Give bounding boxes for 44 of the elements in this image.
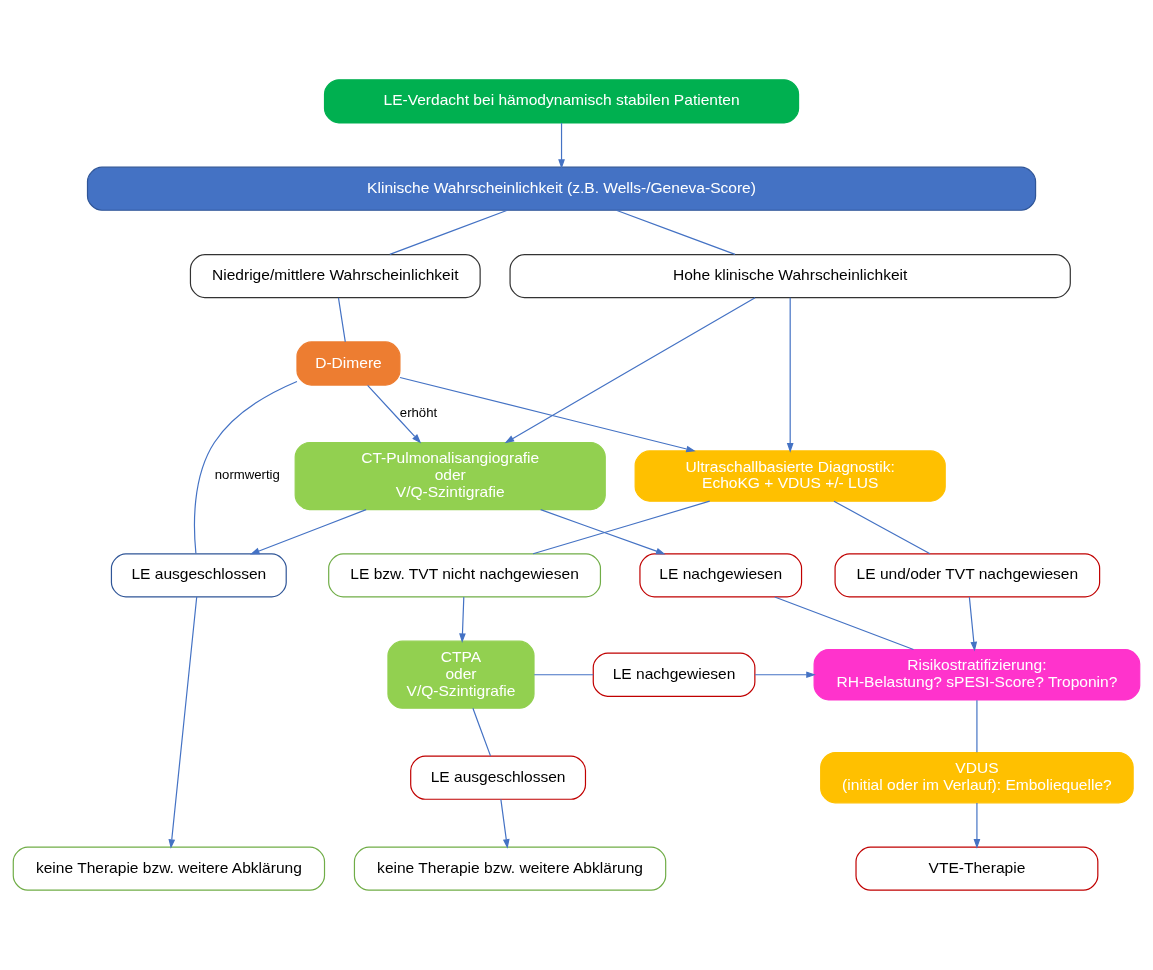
node-box: D-Dimere xyxy=(296,341,401,386)
arrow xyxy=(540,509,666,555)
connector xyxy=(532,500,711,555)
node-box: keine Therapie bzw. weitere Abklärung xyxy=(12,846,326,891)
node-box: LE ausgeschlossen xyxy=(110,553,287,598)
arrow xyxy=(367,384,422,444)
connector xyxy=(774,596,915,651)
connector xyxy=(193,380,298,555)
node-box: LE und/oder TVT nachgewiesen xyxy=(834,553,1101,598)
arrow xyxy=(500,798,510,849)
connector xyxy=(337,297,346,343)
arrow xyxy=(973,802,981,849)
arrow xyxy=(558,122,565,169)
node-box: Hohe klinische Wahrscheinlichkeit xyxy=(509,253,1071,299)
node-box: LE-Verdacht bei hämodynamisch stabilen Patienten xyxy=(323,79,800,124)
connector xyxy=(389,209,508,256)
arrow xyxy=(249,509,367,555)
node-box: LE nachgewiesen xyxy=(639,553,803,598)
connector xyxy=(533,674,594,676)
node-box: LE bzw. TVT nicht nachgewiesen xyxy=(328,553,602,598)
connector xyxy=(472,707,492,757)
node-box: keine Therapie bzw. weitere Abklärung xyxy=(353,846,667,891)
arrow xyxy=(459,596,466,643)
node-box: Ultraschallbasierte Diagnostik: EchoKG + VDUS +/- LUS xyxy=(634,450,946,502)
node-box: VTE-Therapie xyxy=(855,846,1099,891)
edge-label: erhöht xyxy=(399,405,438,421)
edge-label: normwertig xyxy=(214,467,280,483)
node-box: LE ausgeschlossen xyxy=(410,755,587,800)
arrow xyxy=(754,671,816,679)
connector xyxy=(976,699,978,753)
arrow xyxy=(786,297,794,453)
arrow xyxy=(504,297,756,444)
connector xyxy=(615,209,736,256)
node-box: Niedrige/mittlere Wahrscheinlichkeit xyxy=(189,253,481,299)
node-box: CT-Pulmonalisangiografie oder V/Q-Szintigrafie xyxy=(294,441,606,511)
arrow xyxy=(399,376,696,453)
node-box: VDUS (initial oder im Verlauf): Emboliequelle? xyxy=(820,751,1134,804)
arrow xyxy=(968,596,978,652)
node-box: Klinische Wahrscheinlichkeit (z.B. Wells-/Geneva-Score) xyxy=(86,166,1037,211)
node-box: Risikostratifizierung: RH-Belastung? sPESI-Score? Troponin? xyxy=(813,649,1141,701)
node-box: LE nachgewiesen xyxy=(592,652,756,697)
connector xyxy=(833,500,931,555)
node-box: CTPA oder V/Q-Szintigrafie xyxy=(387,640,535,709)
arrow xyxy=(168,596,198,849)
